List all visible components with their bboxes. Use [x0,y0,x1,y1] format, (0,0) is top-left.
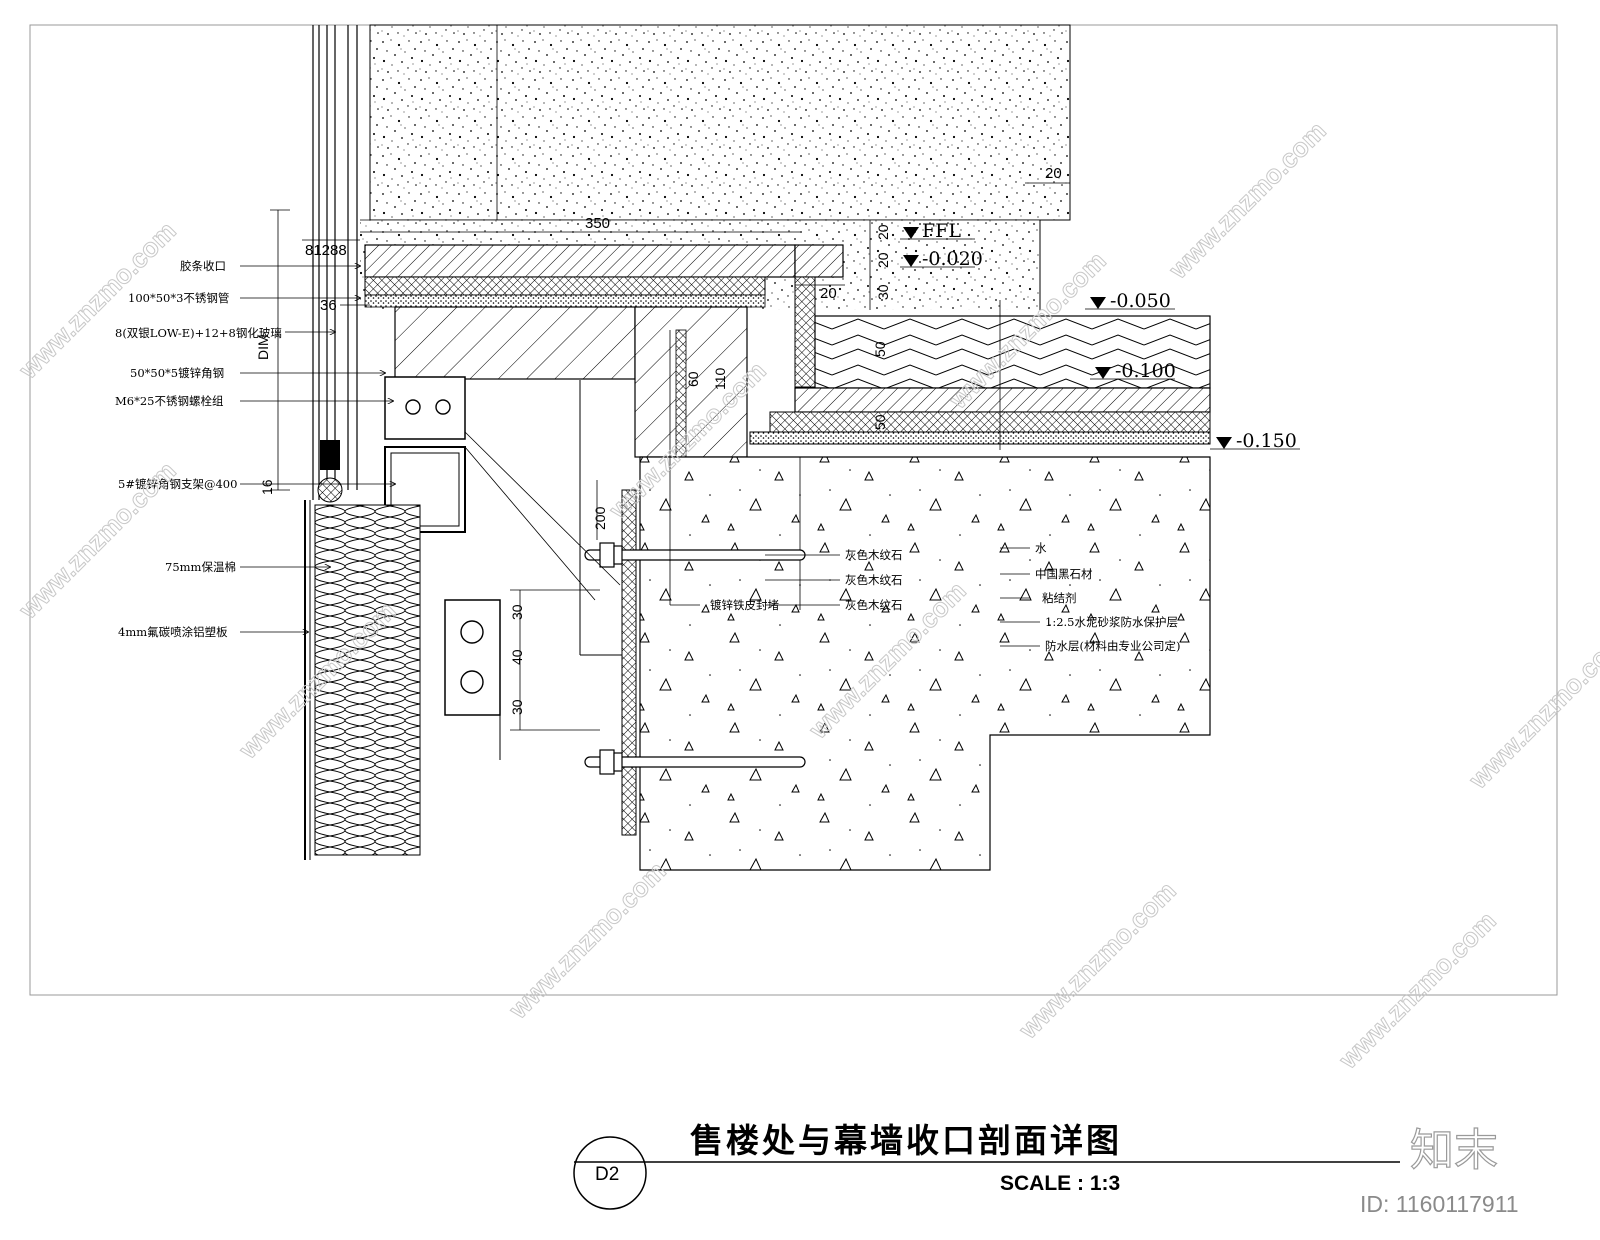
label-stone-3: 灰色木纹石 [845,598,903,612]
label-rubber-seal: 胶条收口 [180,259,226,273]
svg-text:www.znzmo.com: www.znzmo.com [12,456,181,625]
angle-steel-upper [384,376,466,440]
dim-50b: 50 [872,414,888,430]
dim-30a: 30 [875,284,891,300]
dim-20-top: 20 [1045,165,1062,182]
label-lowe-glass: 8(双银LOW-E)+12+8钢化玻璃 [115,326,282,340]
label-bolt-group: M6*25不锈钢螺栓组 [115,394,224,408]
label-mortar: 1:2.5水泥砂浆防水保护层 [1045,615,1178,629]
dim-30b: 30 [509,604,525,620]
floor-screed [794,387,1211,413]
label-stone-2: 灰色木纹石 [845,573,903,587]
brand-logo: 知末 [1410,1125,1498,1176]
svg-text:www.znzmo.com: www.znzmo.com [502,856,671,1025]
label-galvanized-seal: 镀锌铁皮封堵 [710,598,779,612]
floor-adhesive [769,411,1211,433]
dim-350: 350 [585,215,610,232]
watermark-id: ID: 1160117911 [1360,1191,1519,1217]
level-0150: -0.150 [1236,430,1297,452]
curtain-wall-mullion [312,25,358,500]
stone-block [394,306,636,380]
level-0100: -0.100 [1115,360,1176,382]
dim-40: 40 [509,649,525,665]
label-waterproof: 防水层(材料由专业公司定) [1045,639,1180,653]
upper-slab [369,24,1071,221]
label-stone-1: 灰色木纹石 [845,548,903,562]
glass-gasket [320,440,340,470]
level-markers [903,227,1232,449]
dim-50a: 50 [872,341,888,357]
dim-16: 16 [259,479,275,495]
detail-tag: D2 [595,1164,619,1185]
mortar-layer [364,294,766,308]
vertical-stone [794,276,816,388]
dim-glass: 81288 [305,242,347,259]
dim-30c: 30 [509,699,525,715]
floor-waterproof [749,431,1211,445]
label-stainless-tube: 100*50*3不锈钢管 [128,291,229,305]
detail-tag-circle [573,1136,647,1210]
dim-label: DIM [255,334,271,360]
insulation [314,504,421,856]
label-angle-steel: 50*50*5镀锌角钢 [130,366,224,380]
svg-text:www.znzmo.com: www.znzmo.com [1462,626,1600,795]
dim-60: 60 [685,371,701,387]
drawing-scale: SCALE : 1:3 [1000,1172,1120,1195]
dimension-lines [270,182,1070,731]
svg-text:www.znzmo.com: www.znzmo.com [1162,116,1331,285]
dim-20a: 20 [875,224,891,240]
floor-stone [814,315,1211,389]
leader-lines [240,266,1040,647]
label-insulation: 75mm保温棉 [165,560,236,574]
structural-concrete [639,456,1211,871]
anchor-bolt-upper [584,542,806,568]
adhesive-layer [364,276,766,296]
bracket-plate [444,599,501,716]
level-0050: -0.050 [1110,290,1171,312]
dim-20c: 20 [820,285,837,302]
backer-rod [317,477,343,503]
label-aluminium-panel: 4mm氟碳喷涂铝塑板 [118,625,228,639]
level-ffl: FFL [922,220,961,242]
dim-36: 36 [320,297,337,314]
svg-text:www.znzmo.com: www.znzmo.com [1012,876,1181,1045]
level-0020: -0.020 [922,248,983,270]
label-bracket: 5#镀锌角钢支架@400 [118,477,237,491]
stone-cap-top [364,244,796,278]
svg-text:www.znzmo.com: www.znzmo.com [1332,906,1501,1075]
anchor-bolt-lower [584,749,806,775]
dim-20b: 20 [875,252,891,268]
label-water: 水 [1035,541,1047,555]
drawing-title: 售楼处与幕墙收口剖面详图 [690,1121,1122,1160]
embed-plate [621,489,637,836]
label-black-stone: 中国黑石材 [1035,567,1093,581]
stone-cap-right [794,244,844,278]
dim-110: 110 [712,367,728,390]
label-adhesive: 粘结剂 [1042,591,1077,605]
dim-200: 200 [592,506,608,530]
